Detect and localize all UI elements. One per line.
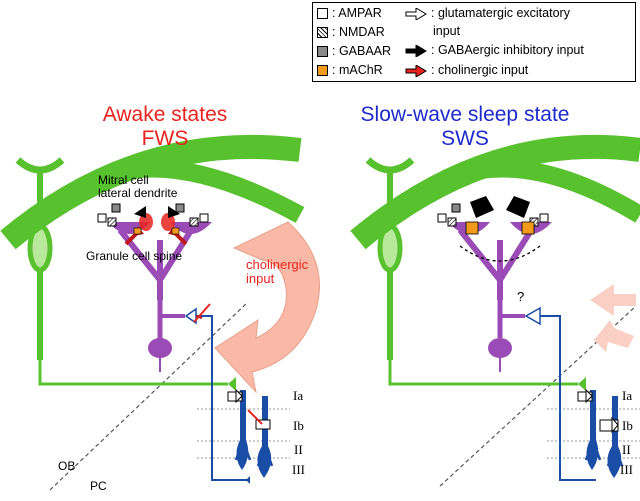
legend-gabaar-label: : GABAAR — [332, 44, 392, 58]
question-mark: ? — [517, 289, 525, 304]
legend-machr: : mAChR — [317, 63, 383, 77]
left-title-line2: FWS — [141, 127, 189, 150]
pyramidal-cells-left — [184, 303, 274, 484]
pc-label: PC — [90, 479, 107, 493]
right-title-line2: SWS — [441, 127, 489, 150]
legend-glutamatergic: : glutamatergic excitatory — [405, 6, 570, 20]
synapses-right — [437, 196, 549, 235]
legend-gabaergic: : GABAergic inhibitory input — [405, 43, 584, 57]
legend-ampar-label: : AMPAR — [332, 6, 382, 20]
right-title-line1: Slow-wave sleep state — [360, 103, 570, 126]
ob-pc-boundary-right — [439, 305, 637, 487]
layer-ib-right: Ib — [622, 418, 633, 433]
red-arrow-icon — [405, 65, 427, 77]
right-title: Slow-wave sleep state SWS — [340, 103, 590, 151]
layer-iii-right: III — [620, 462, 633, 477]
legend: : AMPAR : NMDAR : GABAAR : mAChR : gluta… — [312, 2, 636, 82]
legend-nmdar: : NMDAR — [317, 25, 385, 39]
legend-machr-label: : mAChR — [332, 63, 383, 77]
cholinergic-input-arrow — [214, 221, 320, 394]
legend-glu-label: : glutamatergic excitatory — [431, 6, 570, 20]
mitral-label-line1: Mitral cell — [98, 173, 149, 187]
left-title-line1: Awake states — [102, 103, 228, 126]
layer-ia-left: Ia — [293, 388, 304, 403]
cholinergic-input-label: cholinergic input — [246, 258, 308, 286]
layer-lines-right — [547, 408, 640, 459]
granule-cell-left — [108, 222, 212, 372]
layer-lines-left — [197, 408, 290, 459]
granule-spine-label: Granule cell spine — [86, 249, 183, 263]
layer-iii-left: III — [292, 462, 305, 477]
chol-label-line2: input — [246, 271, 275, 286]
white-arrow-icon — [405, 8, 427, 20]
black-arrow-icon — [405, 45, 427, 57]
legend-glu-label-2: input — [433, 24, 461, 38]
nmdar-swatch — [317, 27, 328, 38]
ampar-swatch — [317, 8, 328, 19]
mitral-cell-label: Mitral cell lateral dendrite — [98, 174, 177, 200]
mitral-label-line2: lateral dendrite — [98, 186, 178, 200]
legend-gaba-label: : GABAergic inhibitory input — [431, 43, 584, 57]
legend-nmdar-label: : NMDAR — [332, 25, 385, 39]
layer-ib-left: Ib — [293, 418, 304, 433]
mitral-cell-left — [0, 134, 305, 391]
synapses-left — [97, 203, 209, 246]
faint-cholinergic-arrow-2 — [594, 320, 634, 352]
layer-ii-left: II — [294, 442, 303, 457]
granule-cell-right — [448, 222, 552, 372]
faint-cholinergic-arrow-1 — [590, 284, 636, 316]
layer-ia-right: Ia — [622, 388, 633, 403]
legend-gabaar: : GABAAR — [317, 44, 391, 58]
mitral-cell-right — [350, 134, 640, 391]
layer-ii-right: II — [622, 442, 631, 457]
chol-label-line1: cholinergic — [246, 257, 309, 272]
machr-swatch — [317, 65, 328, 76]
gabaar-swatch — [317, 46, 328, 57]
legend-ampar: : AMPAR — [317, 6, 382, 20]
ob-pc-boundary-left — [49, 301, 249, 491]
pyramidal-cells-right — [524, 306, 624, 481]
legend-chol-label: : cholinergic input — [431, 63, 529, 77]
left-title: Awake states FWS — [60, 103, 270, 151]
ob-label: OB — [58, 459, 76, 473]
legend-cholinergic: : cholinergic input — [405, 63, 528, 77]
